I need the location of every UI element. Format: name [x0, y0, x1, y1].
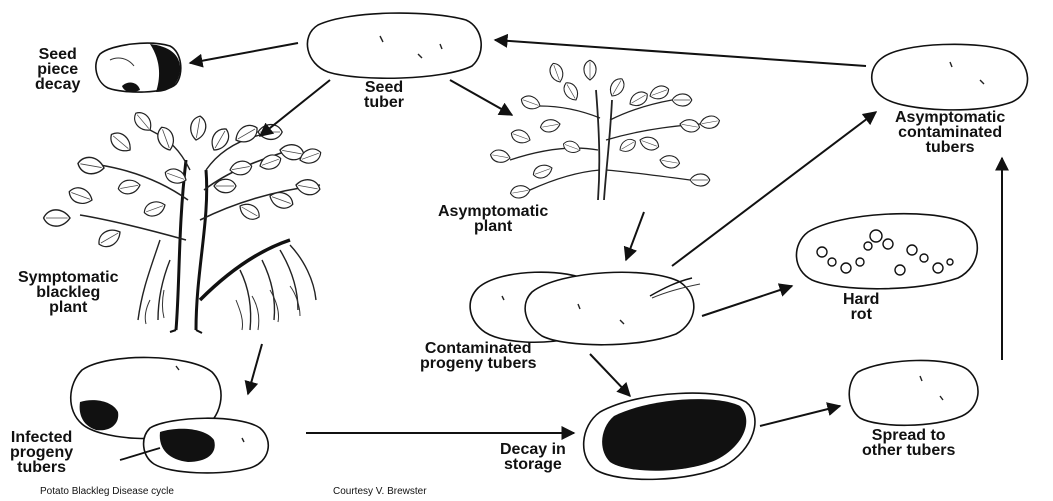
diagram-caption: Potato Blackleg Disease cycle [40, 486, 174, 497]
label-asymptomatic-contaminated-tubers: Asymptomatic contaminated tubers [895, 110, 1005, 155]
arrow-blackleg-to-infected [248, 344, 262, 394]
contaminated-progeny-tubers [470, 272, 700, 345]
spread-to-other-tubers-tuber [849, 360, 978, 425]
seed-tuber [307, 13, 481, 78]
arrow-seed-to-seed-piece-decay [190, 43, 298, 63]
infected-progeny-tubers [71, 357, 269, 472]
asymptomatic-plant [489, 60, 720, 200]
label-asymptomatic-plant: Asymptomatic plant [438, 204, 548, 234]
arrow-asymptomatic-tubers-to-seed [495, 40, 866, 66]
arrow-plant-to-contaminated-progeny [626, 212, 644, 260]
arrow-progeny-to-decay [590, 354, 630, 396]
label-symptomatic-blackleg-plant: Symptomatic blackleg plant [18, 270, 118, 315]
arrow-progeny-to-hard-rot [702, 286, 792, 316]
label-spread-to-other-tubers: Spread to other tubers [862, 428, 955, 458]
arrow-seed-to-symptomatic-plant [260, 80, 330, 136]
label-infected-progeny-tubers: Infected progeny tubers [10, 430, 73, 475]
diagram-credit: Courtesy V. Brewster [333, 486, 427, 497]
decay-in-storage-tuber [584, 393, 755, 479]
label-decay-in-storage: Decay in storage [500, 442, 566, 472]
label-contaminated-progeny-tubers: Contaminated progeny tubers [420, 341, 536, 371]
hard-rot-tuber [796, 214, 977, 289]
asymptomatic-contaminated-tuber [872, 44, 1028, 110]
label-hard-rot: Hard rot [843, 292, 879, 322]
label-seed-tuber: Seed tuber [364, 80, 404, 110]
arrow-decay-to-spread [760, 406, 840, 426]
seed-piece-decay-tuber [96, 43, 181, 92]
label-seed-piece-decay: Seed piece decay [35, 47, 80, 92]
arrow-seed-to-asymptomatic-plant [450, 80, 512, 115]
